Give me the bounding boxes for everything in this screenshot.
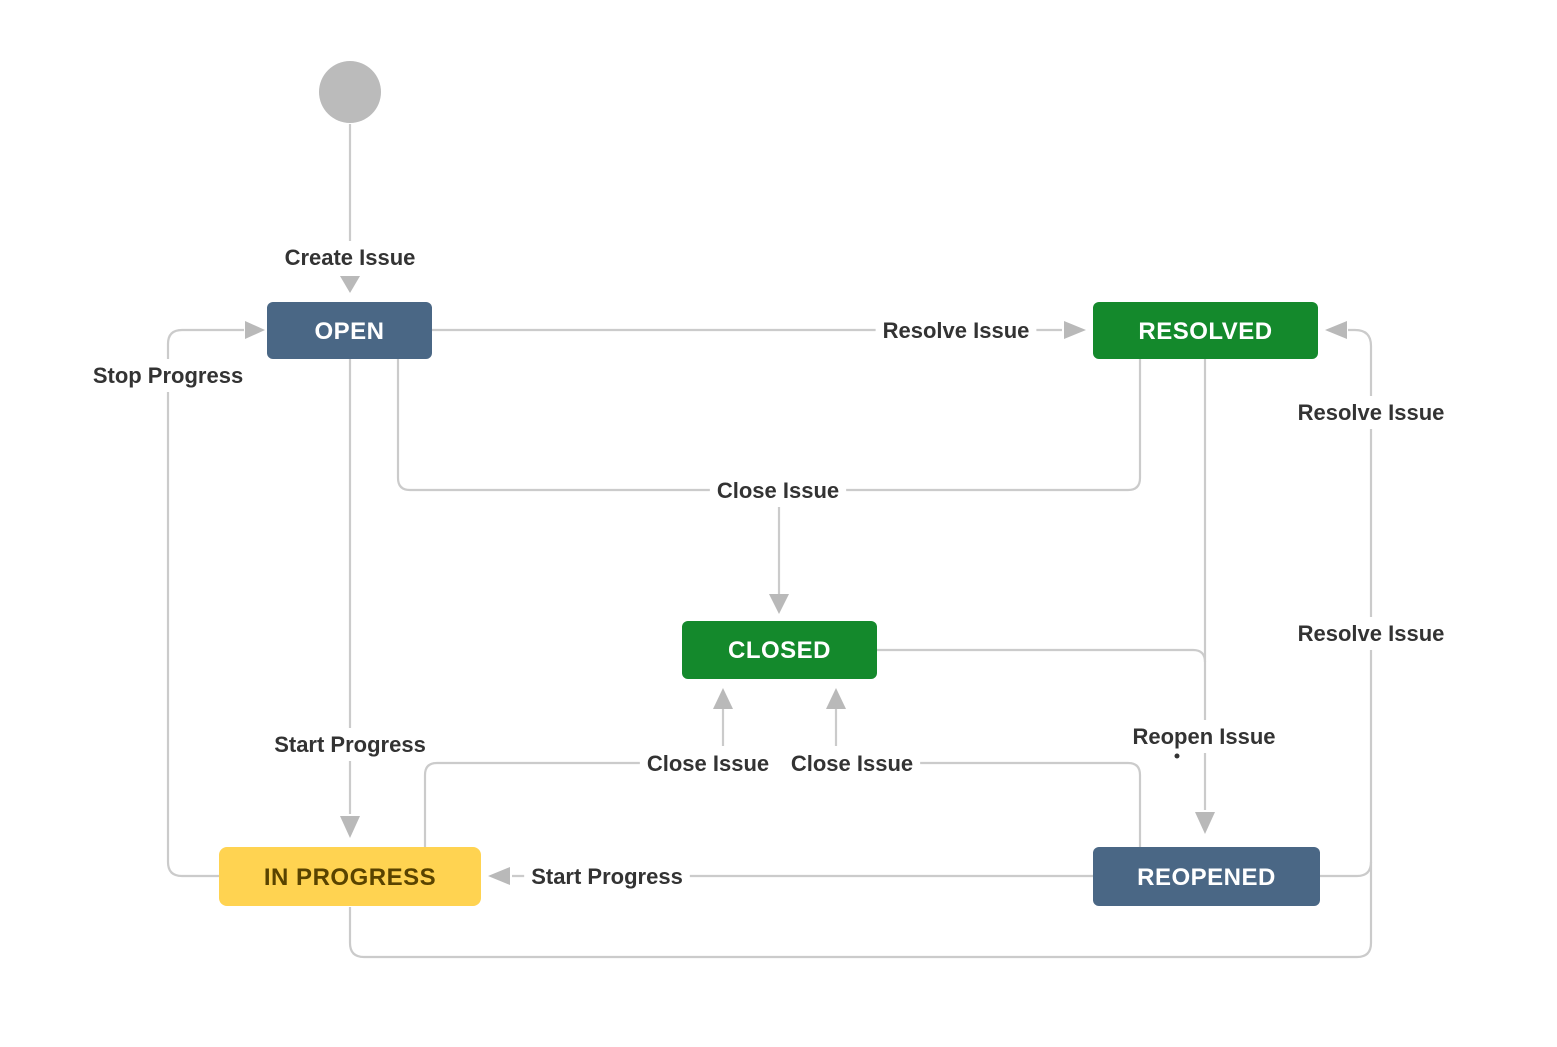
arrowhead-create-issue: [340, 276, 360, 293]
edge-closed-to-reopen-branch-line: [877, 648, 1207, 663]
edge-label-close-issue-merged[interactable]: Close Issue: [709, 474, 847, 507]
edge-label-stop-progress[interactable]: Stop Progress: [85, 359, 251, 392]
arrowhead-reopen-issue: [1195, 812, 1215, 834]
edge-label-resolve-issue-in-progress[interactable]: Resolve Issue: [1290, 617, 1452, 650]
node-closed-label: CLOSED: [728, 637, 831, 664]
edge-stop-progress-line: [166, 328, 244, 878]
edge-close-issue-reopened-line: [852, 761, 1142, 847]
edge-reopened-to-rail-line: [1320, 861, 1373, 878]
arrowhead-close-issue-drop: [769, 594, 789, 614]
svg-text:Resolve Issue: Resolve Issue: [883, 318, 1030, 343]
svg-text:Reopen Issue: Reopen Issue: [1132, 724, 1275, 749]
edge-close-issue-in-progress-line: [423, 761, 708, 847]
node-in-progress-label: IN PROGRESS: [264, 864, 436, 891]
edge-close-issue-merge-line: [396, 359, 1142, 492]
node-reopened[interactable]: REOPENED: [1093, 847, 1320, 906]
node-open-label: OPEN: [314, 318, 384, 345]
arrowhead-stop-progress: [245, 321, 265, 339]
svg-text:Start Progress: Start Progress: [274, 732, 426, 757]
arrowheads: [245, 276, 1347, 885]
arrowhead-start-progress-reopened: [488, 867, 510, 885]
edge-label-resolve-issue-reopened[interactable]: Resolve Issue: [1290, 396, 1452, 429]
arrowhead-resolve-issue-rail: [1325, 321, 1347, 339]
svg-text:Resolve Issue: Resolve Issue: [1298, 621, 1445, 646]
edge-label-resolve-issue-open[interactable]: Resolve Issue: [875, 314, 1037, 347]
node-in-progress[interactable]: IN PROGRESS: [219, 847, 481, 906]
arrowhead-close-issue-in-progress: [713, 688, 733, 709]
svg-text:Close Issue: Close Issue: [791, 751, 913, 776]
node-open[interactable]: OPEN: [267, 302, 432, 359]
edge-label-close-issue-in-progress[interactable]: Close Issue: [639, 747, 777, 780]
svg-text:Create Issue: Create Issue: [285, 245, 416, 270]
svg-text:Resolve Issue: Resolve Issue: [1298, 400, 1445, 425]
node-closed[interactable]: CLOSED: [682, 621, 877, 679]
svg-text:Close Issue: Close Issue: [717, 478, 839, 503]
arrowhead-start-progress-open: [340, 816, 360, 838]
edge-label-close-issue-reopened[interactable]: Close Issue: [783, 747, 921, 780]
svg-text:Start Progress: Start Progress: [531, 864, 683, 889]
nodes: OPEN RESOLVED CLOSED IN PROGRESS REOPENE…: [219, 61, 1320, 906]
edge-label-create-issue[interactable]: Create Issue: [277, 241, 423, 274]
svg-text:Stop Progress: Stop Progress: [93, 363, 243, 388]
node-resolved[interactable]: RESOLVED: [1093, 302, 1318, 359]
edge-labels: Create Issue Resolve Issue Stop Progress…: [85, 241, 1452, 893]
node-resolved-label: RESOLVED: [1138, 318, 1272, 345]
arrowhead-close-issue-reopened: [826, 688, 846, 709]
edge-label-reopen-issue[interactable]: Reopen Issue: [1125, 720, 1283, 753]
arrowhead-resolve-issue-open: [1064, 321, 1086, 339]
edge-resolve-issue-rail-line: [348, 328, 1373, 959]
edge-label-start-progress-reopened[interactable]: Start Progress: [524, 860, 690, 893]
svg-text:Close Issue: Close Issue: [647, 751, 769, 776]
start-node-circle[interactable]: [319, 61, 381, 123]
edge-label-start-progress-open[interactable]: Start Progress: [267, 728, 433, 761]
stray-dot: [1174, 753, 1180, 759]
node-reopened-label: REOPENED: [1137, 864, 1276, 891]
